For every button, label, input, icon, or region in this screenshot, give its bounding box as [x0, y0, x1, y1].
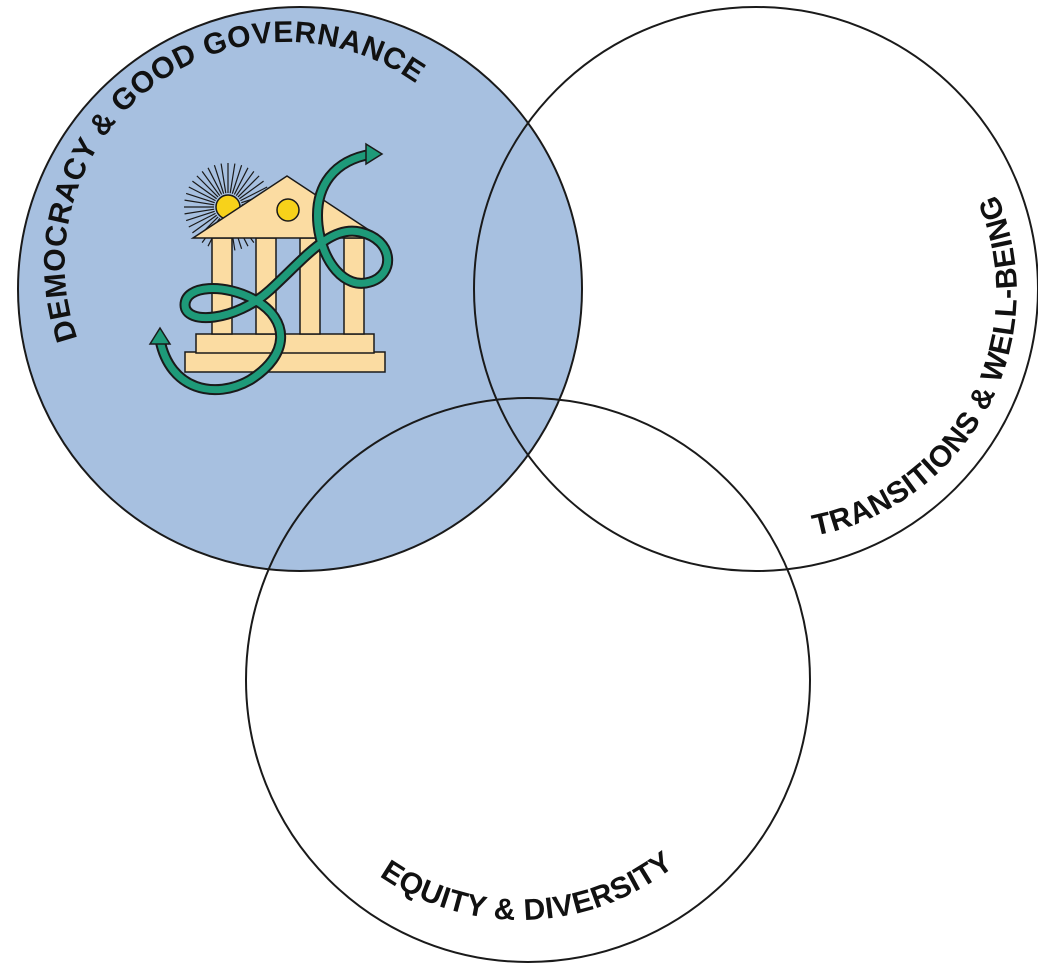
- swirl-arrow: [156, 150, 391, 394]
- sun-ray: [185, 210, 215, 222]
- sun-ray: [220, 163, 227, 194]
- sun-ray: [184, 199, 215, 206]
- sun-ray: [185, 192, 215, 204]
- roof-medallion: [276, 198, 300, 222]
- sun-ray: [188, 212, 216, 228]
- label-equity: EQUITY & DIVERSITY: [375, 845, 679, 927]
- sun-ray: [233, 167, 249, 195]
- circle-equity: [245, 397, 811, 963]
- arrow-head-top: [365, 142, 384, 166]
- sun-ray: [207, 167, 223, 195]
- building-base-bottom: [184, 351, 386, 373]
- sun-ray: [213, 164, 225, 194]
- sun-ray: [231, 164, 243, 194]
- sun-ray: [184, 208, 215, 215]
- sun-ray: [201, 171, 221, 197]
- sun-ray: [229, 163, 236, 194]
- sun-ray: [238, 180, 264, 200]
- sun-ray: [192, 180, 218, 200]
- sun-ray: [237, 175, 260, 198]
- sun-ray: [188, 186, 216, 202]
- government-building-icon: [148, 142, 393, 396]
- sun-ray: [192, 214, 218, 234]
- arrow-head-bottom: [148, 326, 172, 345]
- sun-ray: [196, 175, 219, 198]
- sun-ray: [240, 186, 268, 202]
- label-transitions-text: TRANSITIONS & WELL-BEING: [809, 191, 1023, 542]
- circle-transitions: [473, 6, 1038, 572]
- sun-ray: [235, 171, 255, 197]
- label-transitions: TRANSITIONS & WELL-BEING: [809, 191, 1024, 542]
- label-equity-text: EQUITY & DIVERSITY: [375, 845, 678, 927]
